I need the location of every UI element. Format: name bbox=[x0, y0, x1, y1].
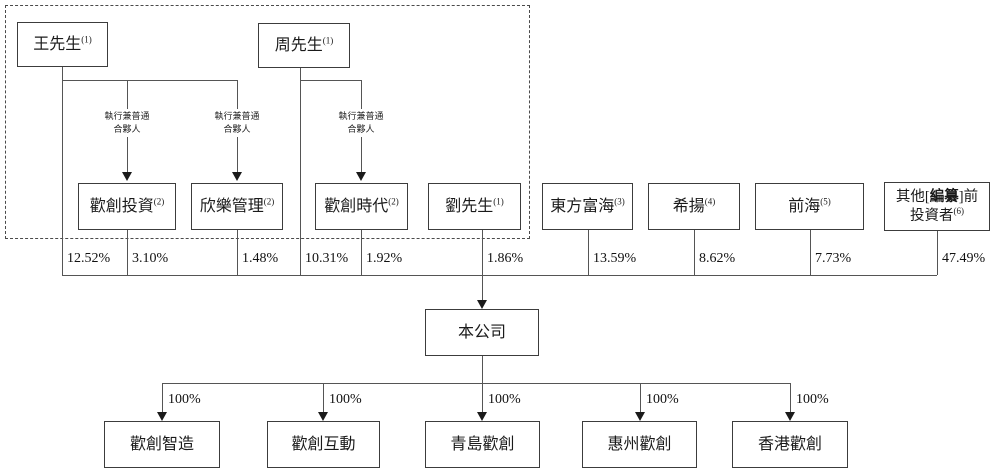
org-box-qingdao-huanchuang: 青島歡創 bbox=[425, 421, 540, 468]
org-box-label: 欣樂管理(2) bbox=[199, 196, 275, 215]
org-box-label: 香港歡創 bbox=[757, 435, 822, 453]
org-box-hongkong-huanchuang: 香港歡創 bbox=[732, 421, 848, 468]
shareholding-percent-liu: 1.86% bbox=[487, 251, 524, 266]
connector-line bbox=[588, 230, 589, 275]
connector-line bbox=[694, 230, 695, 275]
shareholding-percent-xiyang: 8.62% bbox=[699, 251, 736, 266]
arrowhead-down-icon bbox=[356, 172, 366, 181]
connector-line bbox=[237, 230, 238, 275]
org-box-xiyang: 希揚(4) bbox=[648, 183, 740, 230]
subsidiary-percent: 100% bbox=[329, 392, 362, 407]
connector-line bbox=[62, 80, 237, 81]
connector-line bbox=[361, 230, 362, 275]
shareholding-percent-qianhai: 7.73% bbox=[815, 251, 852, 266]
org-box-huizhou-huanchuang: 惠州歡創 bbox=[582, 421, 697, 468]
org-box-label: 惠州歡創 bbox=[607, 435, 672, 453]
connector-line bbox=[62, 67, 63, 275]
org-box-label: 希揚(4) bbox=[672, 196, 716, 215]
org-box-label: 歡創互動 bbox=[291, 435, 356, 453]
org-box-mr-liu: 劉先生(1) bbox=[428, 183, 521, 230]
org-box-huanchuang-zhizao: 歡創智造 bbox=[104, 421, 220, 468]
gp-relationship-label: 執行兼普通 合夥人 bbox=[95, 109, 159, 138]
arrowhead-down-icon bbox=[477, 300, 487, 309]
acting-in-concert-dashed-border bbox=[5, 5, 530, 239]
org-box-label: 前海(5) bbox=[788, 196, 831, 215]
arrowhead-down-icon bbox=[318, 412, 328, 421]
org-box-qianhai: 前海(5) bbox=[755, 183, 864, 230]
org-box-mr-zhou: 周先生(1) bbox=[258, 23, 350, 68]
shareholding-percent-wang: 12.52% bbox=[67, 251, 111, 266]
gp-label-line1: 執行兼普通 bbox=[214, 111, 260, 121]
arrowhead-down-icon bbox=[635, 412, 645, 421]
connector-line bbox=[127, 230, 128, 275]
org-box-dongfang-fuhai: 東方富海(3) bbox=[542, 183, 633, 230]
gp-label-line2: 合夥人 bbox=[347, 124, 375, 135]
connector-line bbox=[482, 356, 483, 383]
org-box-label: 東方富海(3) bbox=[550, 196, 625, 215]
arrowhead-down-icon bbox=[477, 412, 487, 421]
org-box-label: 歡創投資(2) bbox=[89, 196, 165, 215]
org-box-huanchuang-shidai: 歡創時代(2) bbox=[315, 183, 408, 230]
org-box-company: 本公司 bbox=[425, 309, 539, 356]
org-box-label: 歡創時代(2) bbox=[324, 196, 399, 215]
org-box-label: 劉先生(1) bbox=[445, 196, 504, 215]
connector-line bbox=[300, 80, 361, 81]
shareholding-percent-huanchuang-shidai: 1.92% bbox=[366, 251, 403, 266]
connector-line bbox=[482, 230, 483, 300]
connector-line bbox=[810, 230, 811, 275]
org-box-label: 其他[編纂]前 投資者(6) bbox=[895, 189, 979, 224]
gp-relationship-label: 執行兼普通 合夥人 bbox=[205, 109, 269, 138]
connector-line bbox=[162, 383, 790, 384]
org-box-huanchuang-touzi: 歡創投資(2) bbox=[78, 183, 176, 230]
connector-line bbox=[323, 383, 324, 413]
shareholding-percent-huanchuang-touzi: 3.10% bbox=[132, 251, 169, 266]
gp-label-line2: 合夥人 bbox=[113, 124, 141, 135]
subsidiary-percent: 100% bbox=[168, 392, 201, 407]
arrowhead-down-icon bbox=[232, 172, 242, 181]
org-box-label: 青島歡創 bbox=[450, 435, 515, 453]
redacted-text: 編纂 bbox=[929, 189, 959, 206]
org-box-other-pre-investors: 其他[編纂]前 投資者(6) bbox=[884, 182, 990, 231]
org-box-label: 本公司 bbox=[457, 323, 506, 341]
connector-line bbox=[790, 383, 791, 413]
arrowhead-down-icon bbox=[157, 412, 167, 421]
gp-label-line1: 執行兼普通 bbox=[338, 111, 384, 121]
org-box-xinle-guanli: 欣樂管理(2) bbox=[191, 183, 283, 230]
subsidiary-percent: 100% bbox=[488, 392, 521, 407]
subsidiary-percent: 100% bbox=[796, 392, 829, 407]
org-box-label: 周先生(1) bbox=[274, 35, 334, 54]
gp-label-line2: 合夥人 bbox=[223, 124, 251, 135]
shareholding-percent-dongfang-fuhai: 13.59% bbox=[593, 251, 637, 266]
gp-label-line1: 執行兼普通 bbox=[104, 111, 150, 121]
shareholding-percent-other-investors: 47.49% bbox=[942, 251, 986, 266]
shareholding-percent-xinle-guanli: 1.48% bbox=[242, 251, 279, 266]
org-box-mr-wang: 王先生(1) bbox=[17, 22, 108, 67]
org-box-huanchuang-hudong: 歡創互動 bbox=[267, 421, 380, 468]
connector-line bbox=[300, 68, 301, 275]
subsidiary-percent: 100% bbox=[646, 392, 679, 407]
connector-line bbox=[162, 383, 163, 413]
org-box-label: 王先生(1) bbox=[33, 34, 92, 53]
org-box-label: 歡創智造 bbox=[129, 435, 194, 453]
arrowhead-down-icon bbox=[122, 172, 132, 181]
connector-line bbox=[937, 231, 938, 275]
gp-relationship-label: 執行兼普通 合夥人 bbox=[329, 109, 393, 138]
connector-line bbox=[640, 383, 641, 413]
connector-line bbox=[482, 383, 483, 413]
connector-line bbox=[62, 275, 937, 276]
shareholding-percent-zhou: 10.31% bbox=[305, 251, 349, 266]
arrowhead-down-icon bbox=[785, 412, 795, 421]
